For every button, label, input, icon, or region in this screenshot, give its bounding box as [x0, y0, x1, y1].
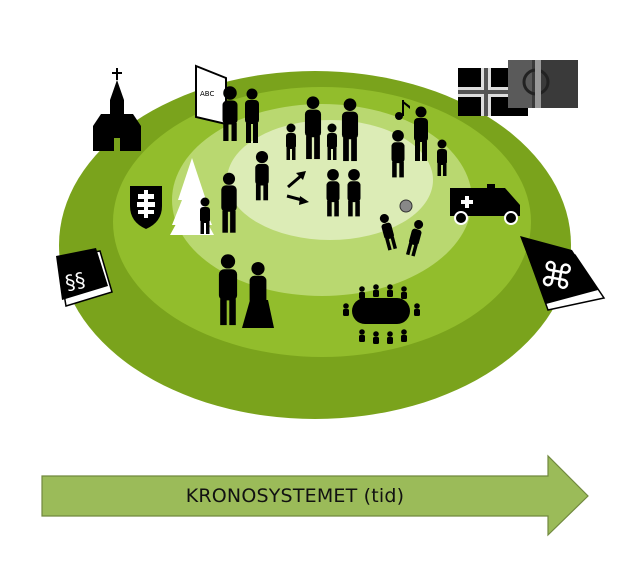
couple-icon [218, 254, 274, 328]
coat-of-arms-icon [130, 186, 162, 229]
board-text: ABC [200, 90, 214, 98]
inner-core-microsystem [227, 120, 433, 240]
chronosystem-label: KRONOSYSTEMET (tid) [185, 485, 405, 507]
command-book-icon: ⌘ [520, 236, 606, 311]
meeting-table-icon [343, 284, 420, 344]
church-icon [93, 68, 141, 151]
music-icon [391, 100, 447, 178]
school-board-icon: ABC [195, 64, 259, 143]
ambulance-icon [450, 184, 520, 225]
flag-icon [458, 60, 578, 116]
arrows-icon [286, 171, 309, 205]
chronosystem-arrow [41, 454, 589, 537]
children-playing-icon [378, 199, 425, 257]
law-book-symbol: §§ [63, 267, 88, 295]
command-book-symbol: ⌘ [536, 254, 576, 299]
law-book-icon: §§ [56, 248, 113, 307]
